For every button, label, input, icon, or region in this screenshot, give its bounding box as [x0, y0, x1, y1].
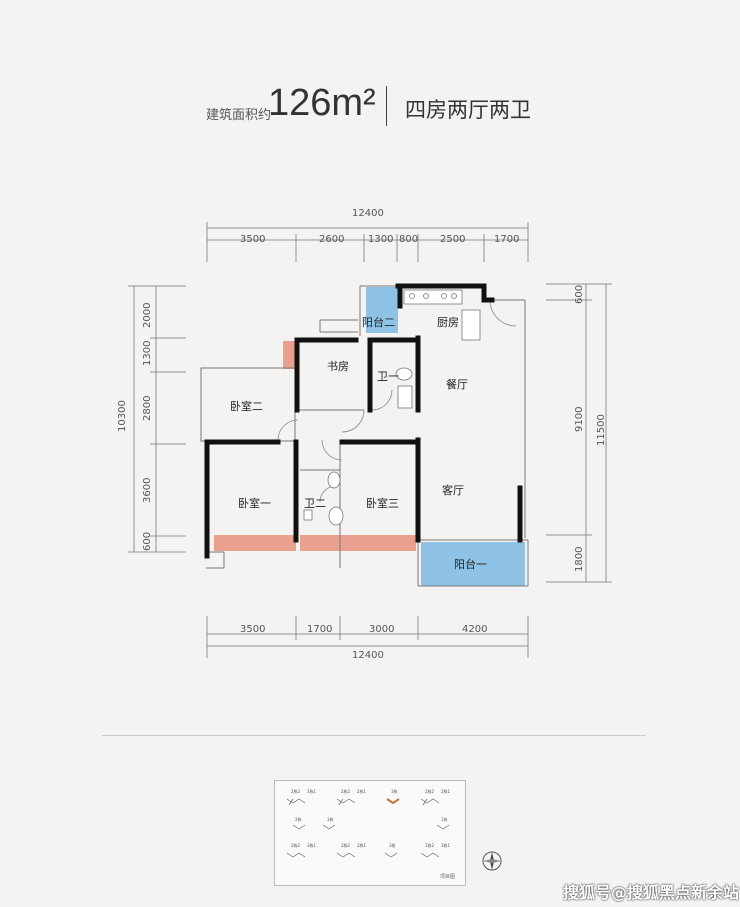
balcony1-fill	[421, 542, 525, 586]
bottom-dimensions	[206, 616, 529, 658]
fixtures	[303, 289, 481, 526]
room-bedroom2: 卧室二	[230, 399, 263, 413]
building-label: 2栋2	[341, 788, 351, 794]
left-seg-2: 1300	[142, 341, 153, 366]
top-seg-5: 2500	[440, 234, 465, 245]
left-seg-4: 3600	[142, 478, 153, 503]
room-balcony1: 阳台一	[454, 557, 487, 571]
heavy-walls	[204, 283, 523, 559]
room-living: 客厅	[442, 483, 464, 497]
top-dimensions	[206, 222, 529, 262]
bedroom3-window	[300, 535, 416, 551]
site-plan: 2栋2 3栋1 2栋2 2栋1 3栋 2栋2 2栋1 2栋 3栋 1栋 2栋2 …	[274, 780, 466, 886]
section-divider	[102, 735, 646, 736]
left-dimensions	[128, 285, 186, 553]
right-seg-1: 600	[574, 285, 585, 304]
top-seg-6: 1700	[494, 234, 519, 245]
building-label: 2栋2	[341, 842, 351, 848]
site-buildings	[286, 798, 450, 858]
building-label: 3栋1	[307, 788, 317, 794]
room-balcony2: 阳台二	[362, 315, 395, 329]
right-total-dim: 11500	[596, 414, 607, 446]
balcony2-fill	[366, 287, 398, 333]
bottom-total-dim: 12400	[352, 650, 384, 661]
watermark: 搜狐号@搜狐黑点新余站	[563, 883, 740, 902]
area-label: 建筑面积约	[206, 108, 272, 123]
bedroom1-window	[214, 535, 296, 551]
study-window	[283, 341, 298, 369]
room-bedroom1: 卧室一	[238, 496, 271, 510]
top-seg-4: 800	[399, 234, 418, 245]
room-bedroom3: 卧室三	[366, 496, 399, 510]
building-label: 1栋2	[425, 842, 435, 848]
building-label: 2栋1	[357, 842, 367, 848]
top-seg-1: 3500	[240, 234, 265, 245]
left-total-dim: 10300	[117, 400, 128, 432]
highlighted-building	[386, 798, 400, 805]
bottom-seg-4: 4200	[462, 624, 487, 635]
building-label: 2栋2	[425, 788, 435, 794]
top-total-dim: 12400	[352, 208, 384, 219]
left-seg-5: 600	[142, 532, 153, 551]
header-separator	[386, 86, 387, 126]
building-label: 3栋1	[307, 842, 317, 848]
bottom-seg-3: 3000	[369, 624, 394, 635]
site-plan-map: 2栋2 3栋1 2栋2 2栋1 3栋 2栋2 2栋1 2栋 3栋 1栋 2栋2 …	[286, 788, 451, 858]
bottom-seg-2: 1700	[307, 624, 332, 635]
bottom-seg-1: 3500	[240, 624, 265, 635]
left-seg-1: 2000	[142, 303, 153, 328]
right-inner-dim: 9100	[574, 407, 585, 432]
room-kitchen: 厨房	[437, 316, 459, 329]
building-label: 3栋	[391, 788, 398, 794]
building-label: 2栋1	[441, 788, 451, 794]
building-label: 3栋	[389, 842, 396, 848]
building-label: 1栋	[441, 816, 448, 822]
building-label: 3栋1	[441, 842, 451, 848]
right-seg-2: 1800	[574, 547, 585, 572]
left-seg-3: 2800	[142, 396, 153, 421]
area-value: 126m²	[268, 82, 376, 124]
site-building-labels: 2栋2 3栋1 2栋2 2栋1 3栋 2栋2 2栋1 2栋 3栋 1栋 2栋2 …	[291, 788, 451, 848]
building-label: 2栋1	[357, 788, 367, 794]
layout-type: 四房两厅两卫	[405, 98, 531, 122]
building-label: 2栋	[295, 816, 302, 822]
door-swings	[277, 299, 517, 503]
right-dimensions	[546, 283, 612, 583]
building-label: 2栋2	[291, 842, 301, 848]
building-label: 2栋2	[291, 788, 301, 794]
compass-icon	[482, 851, 502, 871]
building-label: 3栋	[327, 816, 334, 822]
room-study: 书房	[327, 360, 349, 373]
top-seg-3: 1300	[368, 234, 393, 245]
room-bath1: 卫一	[377, 370, 399, 383]
floor-plan: 12400 3500 2600 1300 800 2500 1700 3500 …	[117, 208, 612, 661]
site-plan-legend: 项目图	[440, 874, 456, 880]
top-seg-2: 2600	[319, 234, 344, 245]
room-dining: 餐厅	[446, 377, 468, 391]
room-bath2: 卫二	[304, 497, 326, 510]
